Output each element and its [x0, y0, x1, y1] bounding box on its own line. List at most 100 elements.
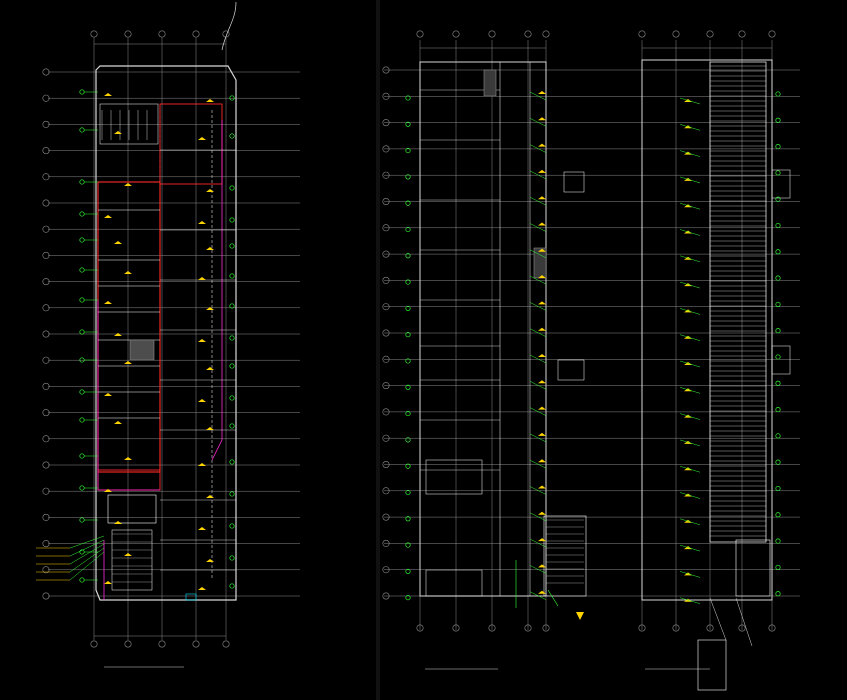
grid-bubble — [382, 198, 390, 206]
grid-bubble — [382, 303, 390, 311]
fire-symbol — [538, 248, 546, 252]
grid-bubble — [706, 624, 714, 632]
sprinkler-marker — [775, 301, 781, 307]
fire-symbol — [104, 581, 112, 584]
grid-bubble — [42, 304, 50, 312]
sprinkler-marker — [79, 417, 85, 423]
legend-leader — [69, 551, 105, 581]
building-outline-right — [419, 59, 791, 691]
leader-line — [679, 281, 701, 289]
grid-bubble — [42, 225, 50, 233]
sprinkler-marker — [79, 453, 85, 459]
legend-leader — [69, 539, 105, 557]
leader-line — [529, 223, 547, 232]
sprinkler-marker — [405, 200, 411, 206]
grid-bubble — [42, 382, 50, 390]
grid-bubble — [42, 435, 50, 443]
fire-symbol — [206, 189, 214, 192]
sprinkler-marker — [775, 328, 781, 334]
fire-symbol — [538, 222, 546, 226]
annotations-right — [405, 91, 781, 670]
fire-compartment — [97, 469, 161, 491]
leader-line — [529, 144, 547, 153]
leader-line — [679, 308, 701, 315]
grid-bubble — [672, 624, 680, 632]
fire-symbol — [206, 427, 214, 430]
fire-symbol — [114, 131, 122, 134]
sprinkler-marker — [775, 512, 781, 518]
leader-line — [679, 150, 701, 157]
sprinkler-marker — [775, 433, 781, 439]
sprinkler-marker — [775, 144, 781, 150]
elevator-shaft — [483, 69, 497, 97]
leader-line — [679, 518, 701, 526]
leader-line — [529, 302, 547, 311]
fire-symbol — [538, 301, 546, 305]
fire-symbol — [538, 459, 546, 463]
grid-bubble — [124, 30, 132, 38]
sprinkler-marker — [775, 485, 781, 492]
fire-symbol — [114, 241, 122, 244]
grid-bubble — [638, 30, 646, 38]
sheet-left — [0, 0, 376, 700]
grid-bubble — [382, 592, 390, 600]
sprinkler-marker — [405, 384, 411, 390]
sprinkler-marker — [405, 542, 411, 548]
leader-line — [529, 91, 547, 101]
fire-symbol — [538, 406, 546, 410]
grid-bubble — [42, 120, 50, 128]
sprinkler-marker — [405, 332, 411, 338]
sheet-separator — [376, 0, 380, 700]
grid-bubble — [382, 539, 390, 547]
grid-bubble — [42, 461, 50, 469]
grid-bubble — [42, 330, 50, 338]
sprinkler-marker — [79, 389, 85, 395]
leader-line — [529, 486, 547, 495]
sprinkler-marker — [229, 363, 235, 369]
fire-symbol — [114, 333, 122, 336]
leader-line — [529, 407, 547, 416]
sprinkler-marker — [79, 577, 85, 583]
grid-bubble — [382, 382, 390, 390]
grid-bubble — [192, 30, 200, 38]
magenta-boundary — [97, 120, 223, 491]
grid-bubble — [90, 30, 98, 38]
building-wall — [95, 65, 237, 601]
sprinkler-marker — [79, 297, 85, 303]
leader-line — [679, 124, 701, 131]
sprinkler-marker — [405, 253, 411, 259]
sprinkler-marker — [775, 117, 781, 123]
sprinkler-marker — [405, 411, 411, 417]
grid-bubble — [42, 94, 50, 102]
grid-bubble — [382, 329, 390, 337]
grid-bubble — [452, 624, 460, 632]
fire-symbol — [538, 538, 546, 542]
grid-bubble — [382, 119, 390, 127]
grid-bubble — [42, 513, 50, 521]
grid-bubble — [672, 30, 680, 38]
grid-bubble — [382, 408, 390, 416]
fire-compartment — [97, 181, 161, 473]
grid-bubble — [158, 30, 166, 38]
grid-bubble — [738, 30, 746, 38]
grid-bubble — [382, 487, 390, 495]
leader-line — [529, 249, 547, 259]
grid-bubble — [222, 640, 230, 648]
fire-symbol — [124, 271, 132, 274]
sprinkler-marker — [405, 595, 411, 601]
grid-bubble — [382, 250, 390, 258]
sprinkler-marker — [775, 354, 781, 360]
grid-bubble — [524, 624, 532, 632]
fire-symbol — [206, 247, 214, 250]
grid-bubble — [382, 224, 390, 232]
leader-line — [679, 387, 701, 394]
grid-bubble — [488, 624, 496, 632]
sprinkler-marker — [229, 459, 235, 465]
fire-symbol — [198, 463, 206, 466]
fire-symbol — [538, 354, 546, 357]
leader-line — [529, 170, 547, 180]
fire-symbol — [576, 612, 584, 620]
leader-line — [679, 176, 701, 184]
sprinkler-marker — [79, 237, 85, 243]
grid-bubble — [192, 640, 200, 648]
